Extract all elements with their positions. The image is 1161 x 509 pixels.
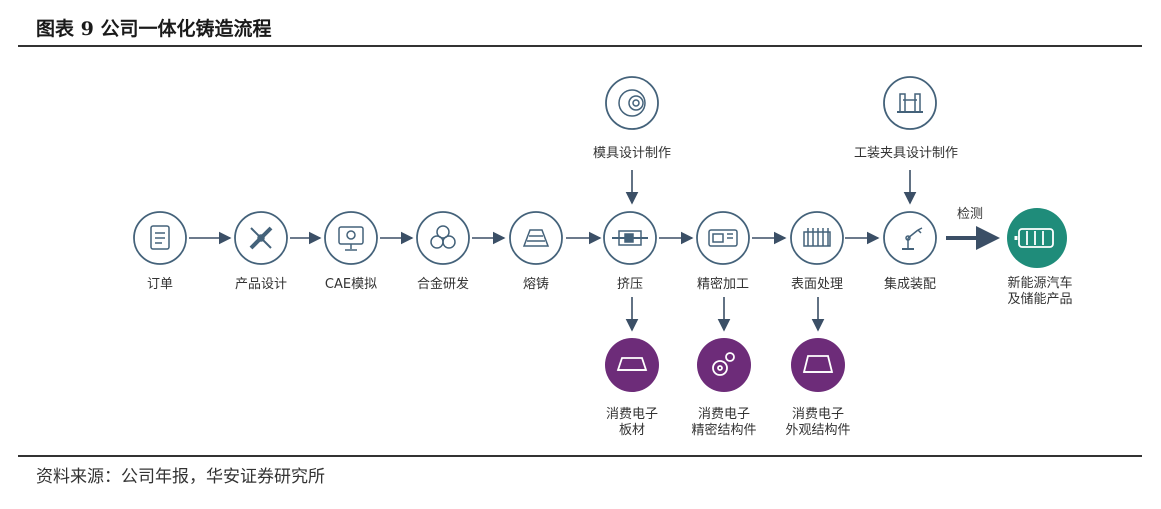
step-label-alloy: 合金研发 bbox=[417, 276, 469, 292]
product-appearance-line1: 消费电子 bbox=[792, 407, 844, 422]
mold-die-icon bbox=[618, 89, 646, 117]
source-note: 资料来源：公司年报，华安证券研究所 bbox=[36, 467, 325, 487]
alloy-hexagon-icon bbox=[430, 225, 456, 249]
pencil-ruler-icon bbox=[249, 226, 273, 250]
fixture-icon bbox=[897, 93, 923, 113]
product-plate-line2: 板材 bbox=[619, 423, 645, 438]
ingot-icon bbox=[522, 229, 550, 247]
cnc-machine-icon bbox=[708, 229, 738, 247]
plate-icon bbox=[616, 357, 648, 371]
battery-icon bbox=[1014, 228, 1054, 248]
top-rule bbox=[18, 45, 1142, 47]
surface-tank-icon bbox=[803, 228, 831, 247]
appearance-part-node bbox=[791, 338, 845, 392]
step-label-order: 订单 bbox=[147, 277, 173, 292]
precision-part-node bbox=[697, 338, 751, 392]
product-precision-line1: 消费电子 bbox=[698, 407, 750, 422]
step-label-assembly: 集成装配 bbox=[884, 276, 936, 292]
product-appearance-line2: 外观结构件 bbox=[785, 423, 850, 438]
robot-arm-icon bbox=[902, 227, 923, 250]
final-output-line1: 新能源汽车 bbox=[1007, 275, 1072, 291]
step-surface-node bbox=[790, 211, 844, 265]
label-mold-design: 模具设计制作 bbox=[593, 146, 671, 161]
step-cae-node bbox=[324, 211, 378, 265]
final-output bbox=[1007, 208, 1067, 268]
step-label-cae: CAE模拟 bbox=[325, 277, 377, 292]
step-label-product-design: 产品设计 bbox=[235, 277, 287, 292]
label-inspection: 检测 bbox=[957, 207, 983, 222]
extrusion-press-icon bbox=[612, 230, 648, 246]
label-fixture-design: 工装夹具设计制作 bbox=[854, 146, 958, 161]
step-label-machining: 精密加工 bbox=[697, 276, 749, 292]
bottom-rule bbox=[18, 455, 1142, 457]
vertical-arrows bbox=[625, 170, 917, 332]
step-casting-node bbox=[509, 211, 563, 265]
step-label-surface: 表面处理 bbox=[791, 277, 843, 292]
final-output-line2: 及储能产品 bbox=[1007, 292, 1072, 307]
plate-product-node bbox=[605, 338, 659, 392]
gear-icon bbox=[712, 352, 735, 376]
casing-icon bbox=[802, 355, 834, 373]
step-label-casting: 熔铸 bbox=[523, 276, 549, 292]
final-output-node bbox=[1007, 208, 1067, 268]
figure-title: 图表 9 公司一体化铸造流程 bbox=[36, 18, 272, 40]
product-plate-line1: 消费电子 bbox=[606, 407, 658, 422]
monitor-icon bbox=[338, 226, 364, 251]
product-precision-line2: 精密结构件 bbox=[691, 422, 756, 438]
consumer-products bbox=[605, 338, 845, 392]
mold-design-node bbox=[605, 76, 659, 130]
document-icon bbox=[150, 225, 170, 250]
step-label-extrusion: 挤压 bbox=[617, 277, 643, 292]
fixture-design-node bbox=[883, 76, 937, 130]
